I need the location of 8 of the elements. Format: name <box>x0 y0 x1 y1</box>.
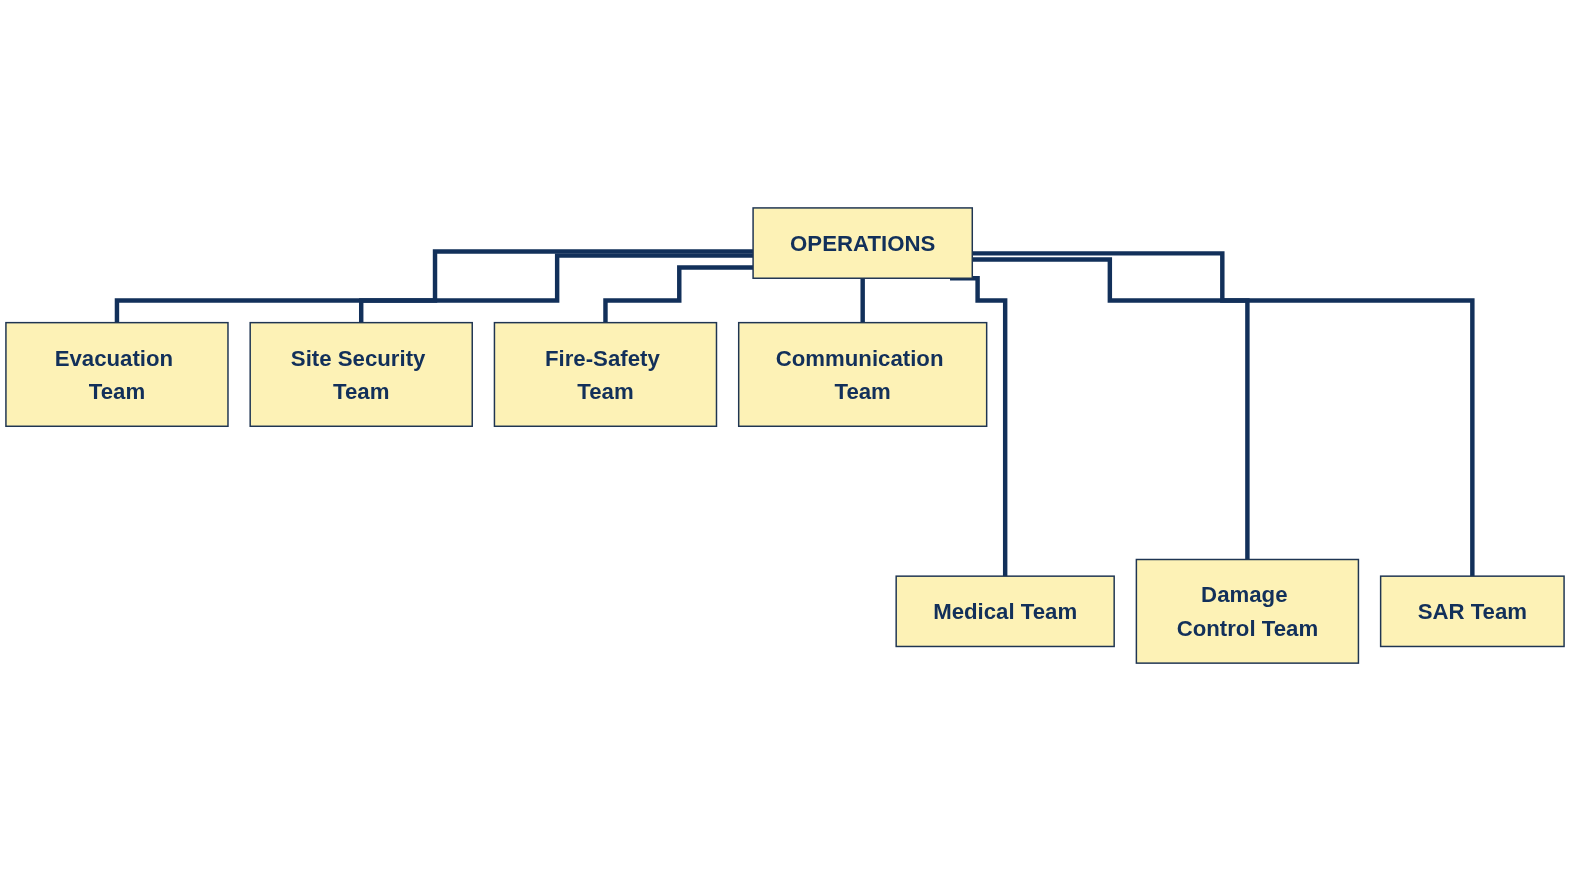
node-box: Medical Team <box>895 575 1115 648</box>
node-box: SAR Team <box>1379 575 1565 648</box>
node-box: Fire-Safety Team <box>493 322 718 428</box>
node-box: Communication Team <box>737 322 988 428</box>
node-box: OPERATIONS <box>752 207 973 280</box>
node-box: Evacuation Team <box>5 322 229 428</box>
node-box: Site Security Team <box>249 322 473 428</box>
node-box: Damage Control Team <box>1135 559 1360 665</box>
